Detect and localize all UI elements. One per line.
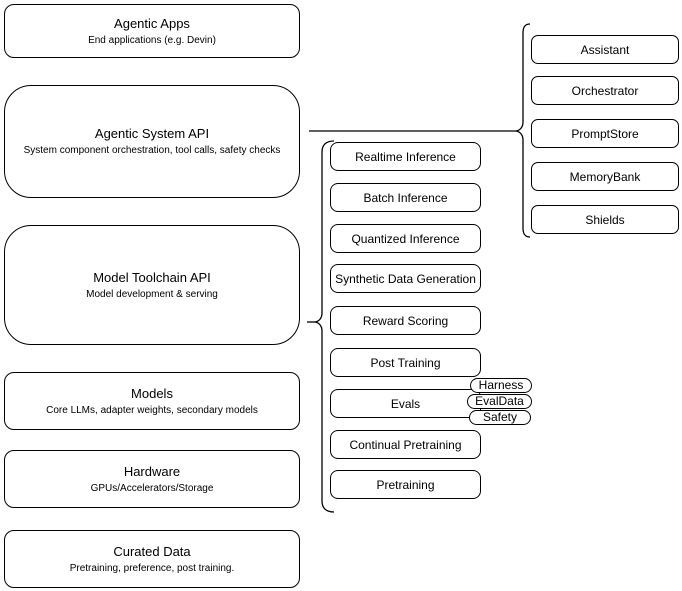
node-agentic-system-api: Agentic System API System component orch…	[4, 85, 300, 198]
node-memorybank: MemoryBank	[531, 162, 679, 191]
node-promptstore: PromptStore	[531, 119, 679, 148]
node-batch-inference: Batch Inference	[330, 183, 481, 212]
node-evals: Evals	[330, 389, 481, 418]
system-components-brace	[514, 23, 531, 238]
node-pretraining: Pretraining	[330, 470, 481, 499]
node-continual-pretraining: Continual Pretraining	[330, 430, 481, 459]
node-realtime-inference: Realtime Inference	[330, 142, 481, 171]
node-agentic-apps: Agentic Apps End applications (e.g. Devi…	[4, 4, 300, 58]
node-hardware: Hardware GPUs/Accelerators/Storage	[4, 450, 300, 508]
node-title: Curated Data	[113, 543, 191, 559]
node-reward-scoring: Reward Scoring	[330, 306, 481, 335]
node-subtitle: Pretraining, preference, post training.	[69, 562, 235, 574]
node-title: Agentic System API	[94, 126, 210, 141]
node-synthetic-data-generation: Synthetic Data Generation	[330, 264, 481, 293]
tag-harness: Harness	[470, 378, 532, 393]
node-title: Hardware	[123, 463, 181, 479]
node-quantized-inference: Quantized Inference	[330, 224, 481, 253]
node-title: Models	[131, 385, 173, 401]
node-shields: Shields	[531, 205, 679, 234]
node-title: Model Toolchain API	[93, 269, 211, 285]
node-orchestrator: Orchestrator	[531, 76, 679, 105]
node-model-toolchain-api: Model Toolchain API Model development & …	[4, 225, 300, 345]
node-subtitle: System component orchestration, tool cal…	[23, 145, 281, 156]
node-curated-data: Curated Data Pretraining, preference, po…	[4, 530, 300, 588]
toolchain-capabilities-brace	[313, 140, 335, 513]
node-subtitle: End applications (e.g. Devin)	[88, 34, 216, 46]
tag-safety: Safety	[469, 410, 531, 425]
node-subtitle: Model development & serving	[86, 288, 218, 300]
node-models: Models Core LLMs, adapter weights, secon…	[4, 372, 300, 430]
node-title: Agentic Apps	[114, 15, 190, 31]
tag-evaldata: EvalData	[467, 394, 532, 409]
node-subtitle: GPUs/Accelerators/Storage	[90, 482, 214, 494]
node-post-training: Post Training	[330, 348, 481, 377]
node-subtitle: Core LLMs, adapter weights, secondary mo…	[46, 404, 258, 416]
node-assistant: Assistant	[531, 35, 679, 64]
